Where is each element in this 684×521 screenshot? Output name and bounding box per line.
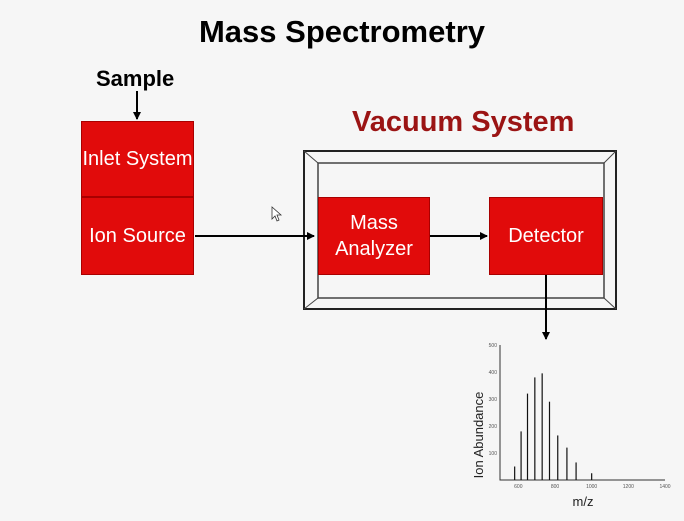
ion-source-box: Ion Source <box>81 197 194 275</box>
mouse-cursor-icon <box>271 206 283 222</box>
y-tick-label: 100 <box>489 451 498 457</box>
y-tick-label: 400 <box>489 370 498 376</box>
sample-label: Sample <box>96 66 175 91</box>
inlet-system-box: Inlet System <box>81 121 194 197</box>
detector-label: Detector <box>508 225 584 247</box>
mass-analyzer-label: Mass Analyzer <box>335 212 413 260</box>
page-title: Mass Spectrometry <box>198 14 485 49</box>
x-tick-label: 1200 <box>623 484 634 490</box>
y-tick-label: 200 <box>489 424 498 430</box>
detector-box: Detector <box>489 197 603 275</box>
inlet-system-label: Inlet System <box>82 148 193 170</box>
vacuum-system-label: Vacuum System <box>352 106 575 138</box>
y-tick-label: 300 <box>489 397 498 403</box>
spectrum-axes <box>499 345 665 481</box>
x-tick-label: 1400 <box>659 484 670 490</box>
x-tick-label: 600 <box>514 484 523 490</box>
vacuum-frame-outer <box>303 150 617 310</box>
y-tick-label: 500 <box>489 343 498 349</box>
mass-analyzer-box: Mass Analyzer <box>318 197 430 275</box>
x-tick-label: 800 <box>551 484 560 490</box>
x-tick-label: 1000 <box>586 484 597 490</box>
mass-spectrum-chart: 100 200 300 400 500 600 800 1000 1200 1400 m/z Io… <box>471 343 671 509</box>
y-axis-label: Ion Abundance <box>471 392 486 479</box>
x-axis-label: m/z <box>573 494 594 509</box>
ion-source-label: Ion Source <box>89 225 186 247</box>
